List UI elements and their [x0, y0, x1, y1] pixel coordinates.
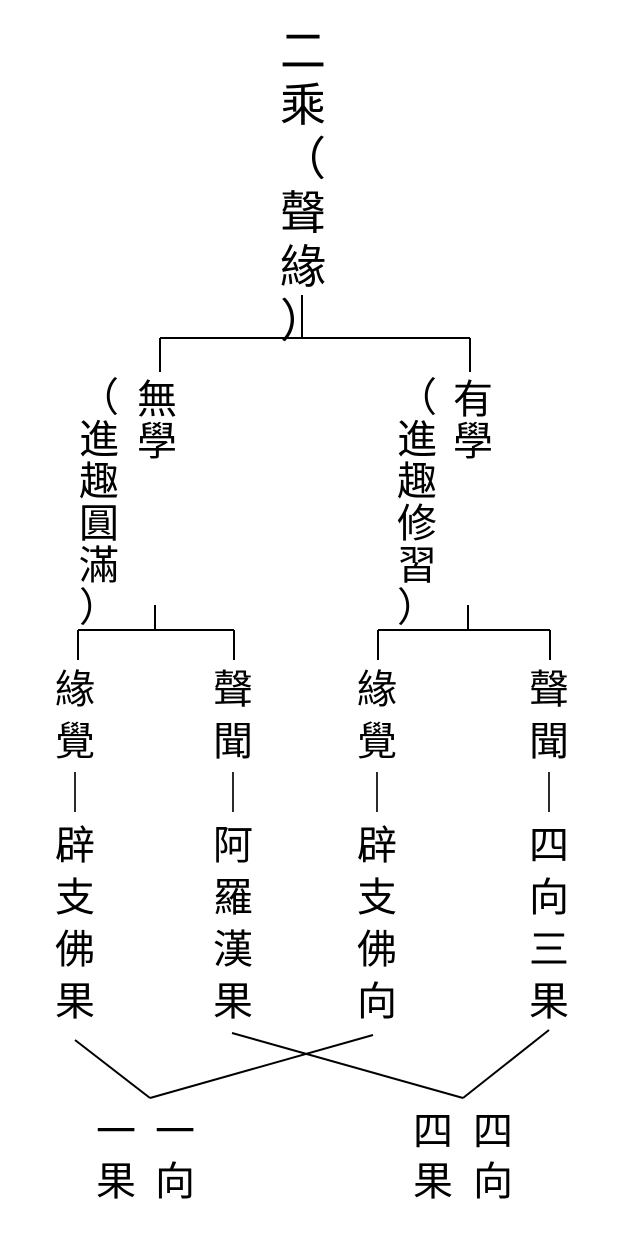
paren-char: （	[397, 375, 437, 421]
leaf-char: 羅	[213, 875, 253, 921]
root-title: 二 乘 （ 聲 緣 ）	[278, 28, 328, 352]
branch-name-youxue: 有 學	[450, 380, 496, 464]
bottom-char: 果	[413, 1159, 453, 1205]
root-char: 二	[280, 24, 326, 78]
leaf-char: 四	[529, 823, 569, 869]
leaf-char: 阿	[213, 823, 253, 869]
branch-char: 無	[137, 377, 177, 423]
leaf-char: 佛	[55, 927, 95, 973]
paren-char: 滿	[79, 543, 119, 589]
leaf-char: 果	[55, 979, 95, 1025]
bottom-char: 一	[96, 1109, 136, 1155]
leaf-1: 緣 覺 ｜ 辟 支 佛 果	[50, 670, 100, 1034]
root-char: （	[280, 132, 326, 186]
leaf-char: 覺	[357, 719, 397, 765]
leaf-char: 支	[55, 875, 95, 921]
leaf-char: 支	[357, 875, 397, 921]
leaf-dash: ｜	[55, 771, 95, 817]
leaf-char: 聲	[213, 667, 253, 713]
leaf-dash: ｜	[529, 771, 569, 817]
bottom-char: 一	[155, 1109, 195, 1155]
root-char: 聲	[280, 186, 326, 240]
bottom-char: 四	[473, 1109, 513, 1155]
bottom-label-1: 一 果	[93, 1112, 139, 1212]
paren-char: 修	[397, 501, 437, 547]
cross-line-3	[231, 1032, 464, 1099]
root-char: ）	[280, 294, 326, 348]
leaf-char: 緣	[55, 667, 95, 713]
leaf-char: 覺	[55, 719, 95, 765]
leaf-char: 果	[529, 979, 569, 1025]
paren-char: 趣	[79, 459, 119, 505]
paren-char: 趣	[397, 459, 437, 505]
root-char: 緣	[280, 240, 326, 294]
cross-line-2	[149, 1034, 374, 1099]
leaf-char: 緣	[357, 667, 397, 713]
paren-char: 習	[397, 543, 437, 589]
bottom-char: 四	[413, 1109, 453, 1155]
leaf-dash: ｜	[213, 771, 253, 817]
leaf-char: 漢	[213, 927, 253, 973]
bottom-label-3: 四 果	[410, 1112, 456, 1212]
leaf-char: 聞	[529, 719, 569, 765]
leaf-char: 三	[529, 927, 569, 973]
root-char: 乘	[280, 78, 326, 132]
branch-paren-wuxue: （ 進 趣 圓 滿 ）	[76, 378, 122, 630]
paren-char: 圓	[79, 501, 119, 547]
branch-paren-youxue: （ 進 趣 修 習 ）	[394, 378, 440, 630]
paren-char: ）	[79, 585, 119, 631]
branch-char: 有	[453, 377, 493, 423]
leaf-2: 聲 聞 ｜ 阿 羅 漢 果	[208, 670, 258, 1034]
branch-name-wuxue: 無 學	[134, 380, 180, 464]
bottom-char: 向	[473, 1159, 513, 1205]
bottom-char: 果	[96, 1159, 136, 1205]
paren-char: （	[79, 375, 119, 421]
leaf-char: 辟	[357, 823, 397, 869]
bottom-label-2: 一 向	[152, 1112, 198, 1212]
paren-char: 進	[397, 417, 437, 463]
bottom-label-4: 四 向	[470, 1112, 516, 1212]
leaf-char: 向	[357, 979, 397, 1025]
branch-char: 學	[137, 419, 177, 465]
leaf-char: 辟	[55, 823, 95, 869]
leaf-char: 佛	[357, 927, 397, 973]
bottom-char: 向	[155, 1159, 195, 1205]
paren-char: ）	[397, 585, 437, 631]
branch-char: 學	[453, 419, 493, 465]
cross-line-4	[462, 1029, 550, 1099]
paren-char: 進	[79, 417, 119, 463]
leaf-3: 緣 覺 ｜ 辟 支 佛 向	[352, 670, 402, 1034]
leaf-char: 果	[213, 979, 253, 1025]
cross-line-1	[74, 1039, 151, 1099]
leaf-char: 向	[529, 875, 569, 921]
leaf-4: 聲 聞 ｜ 四 向 三 果	[524, 670, 574, 1034]
leaf-char: 聞	[213, 719, 253, 765]
leaf-char: 聲	[529, 667, 569, 713]
leaf-dash: ｜	[357, 771, 397, 817]
